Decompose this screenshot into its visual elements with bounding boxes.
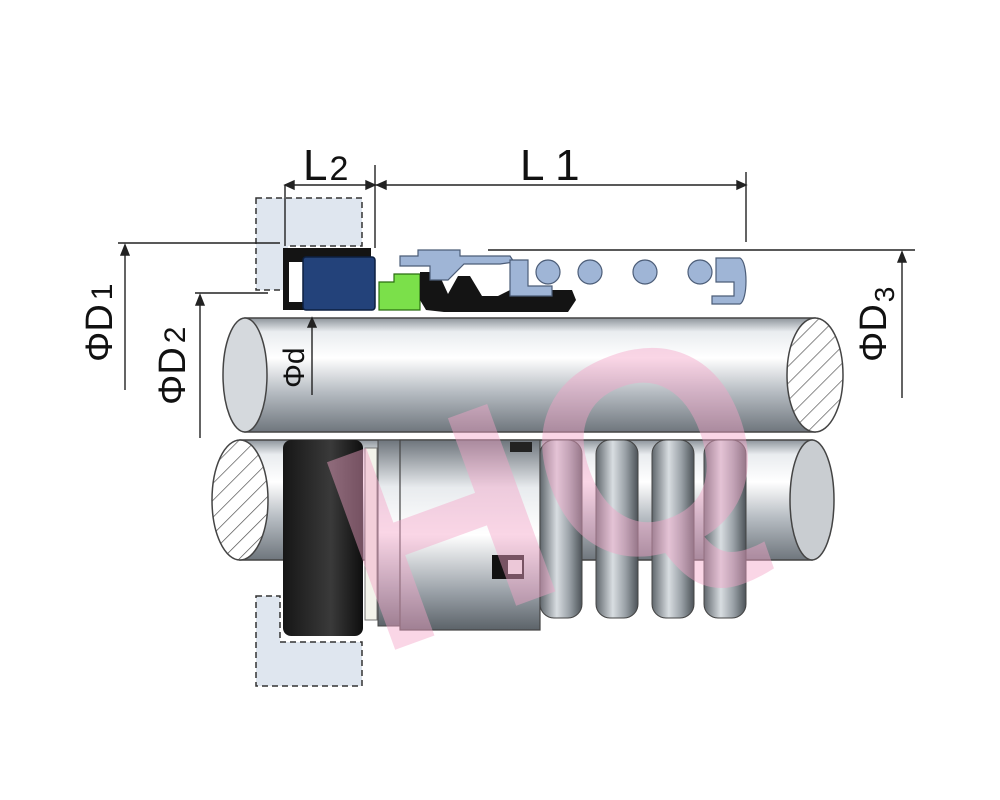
dimension-lines — [118, 165, 915, 438]
dimension-label-l2: L2 — [303, 141, 348, 190]
dimension-label-d1: ΦD1 — [79, 284, 121, 362]
spring-coil — [703, 439, 747, 619]
spring-coil — [651, 439, 695, 619]
upper-shaft — [222, 317, 844, 433]
seal-external-view — [255, 439, 747, 687]
spring-coil-section — [687, 259, 713, 285]
dimension-label-l1: L 1 — [520, 141, 580, 190]
gland-outline-top — [255, 197, 363, 291]
spring-coil — [595, 439, 639, 619]
rotating-face — [378, 273, 421, 311]
seal-cross-section — [255, 197, 747, 312]
gland-outline-bottom — [255, 595, 363, 687]
upper-shaft-section — [786, 317, 844, 433]
stationary-seat — [283, 440, 363, 636]
spring-coil-section — [632, 259, 658, 285]
dimension-label-d: Φd — [278, 347, 311, 388]
spring-coil — [539, 439, 583, 619]
dimension-label-d2: ΦD2 — [152, 327, 194, 405]
seat-insert — [302, 256, 376, 311]
lower-shaft-section — [211, 439, 269, 561]
spring-retainer — [399, 249, 516, 281]
spring-coil-section — [535, 259, 561, 285]
seal-body — [399, 439, 541, 631]
rubber-bellows — [420, 272, 576, 312]
spring-end-cap — [711, 257, 747, 305]
dimension-label-d3: ΦD3 — [853, 287, 900, 362]
spring-coil-section — [577, 259, 603, 285]
